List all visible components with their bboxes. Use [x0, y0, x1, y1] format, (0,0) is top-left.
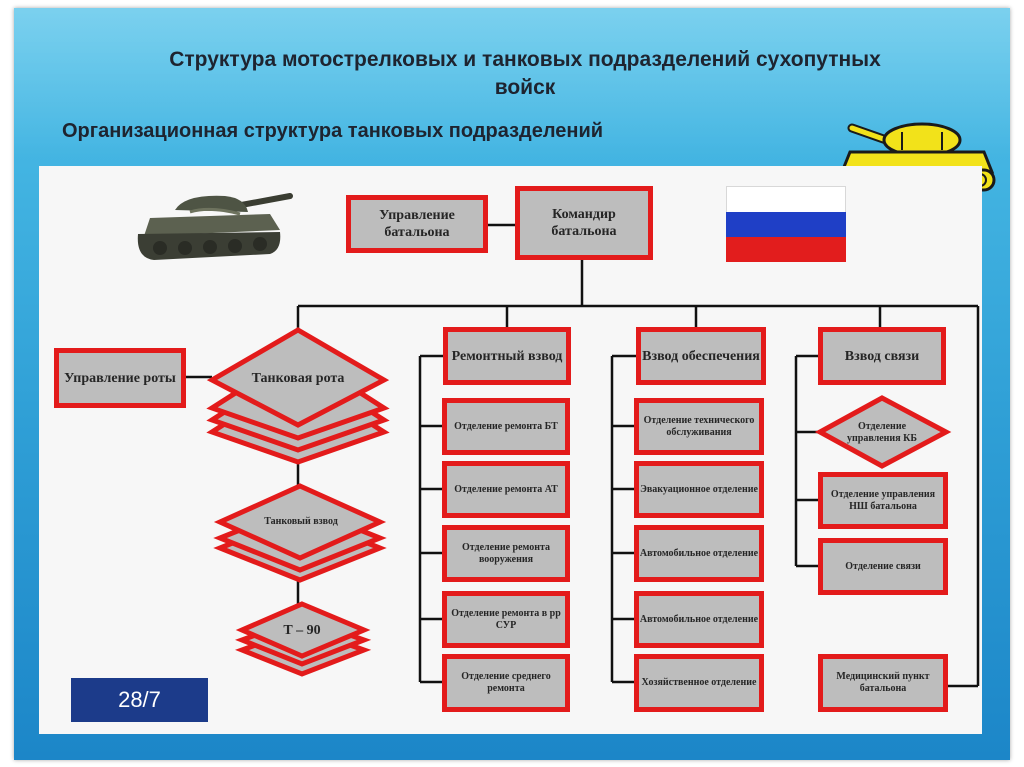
battalion-hq-label: Управление батальона — [379, 208, 455, 240]
repair-unit-label: Отделение ремонта БТ — [454, 420, 558, 432]
title-line-2: войск — [494, 76, 556, 99]
tank-icon — [137, 193, 293, 260]
battalion-hq-box: Управление батальона — [346, 195, 488, 253]
repair-unit-box: Отделение ремонта в рр СУР — [442, 591, 570, 648]
russian-flag-icon — [726, 186, 846, 262]
repair-unit-label: Отделение ремонта вооружения — [461, 541, 551, 565]
medical-point-label: Медицинский пункт батальона — [836, 671, 930, 694]
medical-point-box: Медицинский пункт батальона — [818, 654, 948, 712]
support-unit-label: Автомобильное отделение — [639, 613, 759, 625]
support-unit-label: Автомобильное отделение — [639, 547, 759, 559]
support-unit-box: Автомобильное отделение — [634, 591, 764, 648]
support-unit-label: Хозяйственное отделение — [641, 677, 757, 688]
repair-unit-label: Отделение ремонта АТ — [454, 483, 558, 495]
repair-unit-label: Отделение ремонта в рр СУР — [451, 607, 561, 631]
signal-unit-label: Отделение связи — [845, 560, 921, 572]
tank-company-diamonds — [206, 327, 390, 465]
support-unit-box: Отделение технического обслуживания — [634, 398, 764, 455]
t90-label: Т – 90 — [283, 622, 321, 638]
repair-platoon-label: Ремонтный взвод — [451, 348, 563, 364]
company-hq-box: Управление роты — [54, 348, 186, 408]
support-platoon-box: Взвод обеспечения — [636, 327, 766, 385]
signal-unit-box: Отделение управления НШ батальона — [818, 472, 948, 529]
company-hq-label: Управление роты — [64, 370, 176, 386]
battalion-commander-label: Командир батальона — [551, 207, 617, 239]
title-line-1: Структура мотострелковых и танковых подр… — [169, 48, 881, 71]
support-unit-box: Эвакуационное отделение — [634, 461, 764, 518]
repair-unit-box: Отделение среднего ремонта — [442, 654, 570, 712]
t90-diamonds — [235, 601, 372, 677]
support-unit-label: Эвакуационное отделение — [640, 483, 758, 495]
repair-unit-label: Отделение среднего ремонта — [461, 671, 551, 694]
page-number-badge: 28/7 — [71, 678, 208, 722]
slide-title: Структура мотострелковых и танковых подр… — [60, 46, 990, 102]
support-unit-box: Автомобильное отделение — [634, 525, 764, 582]
signal-platoon-label: Взвод связи — [844, 348, 920, 364]
support-platoon-label: Взвод обеспечения — [642, 348, 760, 364]
repair-platoon-box: Ремонтный взвод — [443, 327, 571, 385]
support-unit-label: Отделение технического обслуживания — [643, 414, 755, 438]
repair-unit-box: Отделение ремонта БТ — [442, 398, 570, 455]
repair-unit-box: Отделение ремонта вооружения — [442, 525, 570, 582]
slide-subtitle: Организационная структура танковых подра… — [62, 120, 604, 142]
signal-command-diamond — [814, 395, 952, 469]
battalion-commander-box: Командир батальона — [515, 186, 653, 260]
signal-platoon-box: Взвод связи — [818, 327, 946, 385]
repair-unit-box: Отделение ремонта АТ — [442, 461, 570, 518]
tank-company-label: Танковая рота — [251, 370, 345, 386]
support-unit-box: Хозяйственное отделение — [634, 654, 764, 712]
signal-unit-label: Отделение управления НШ батальона — [830, 488, 936, 512]
signal-command-label: Отделение управления КБ — [847, 421, 917, 444]
signal-unit-box: Отделение связи — [818, 538, 948, 595]
tank-platoon-diamonds — [213, 483, 387, 583]
tank-platoon-label: Танковый взвод — [264, 516, 338, 527]
